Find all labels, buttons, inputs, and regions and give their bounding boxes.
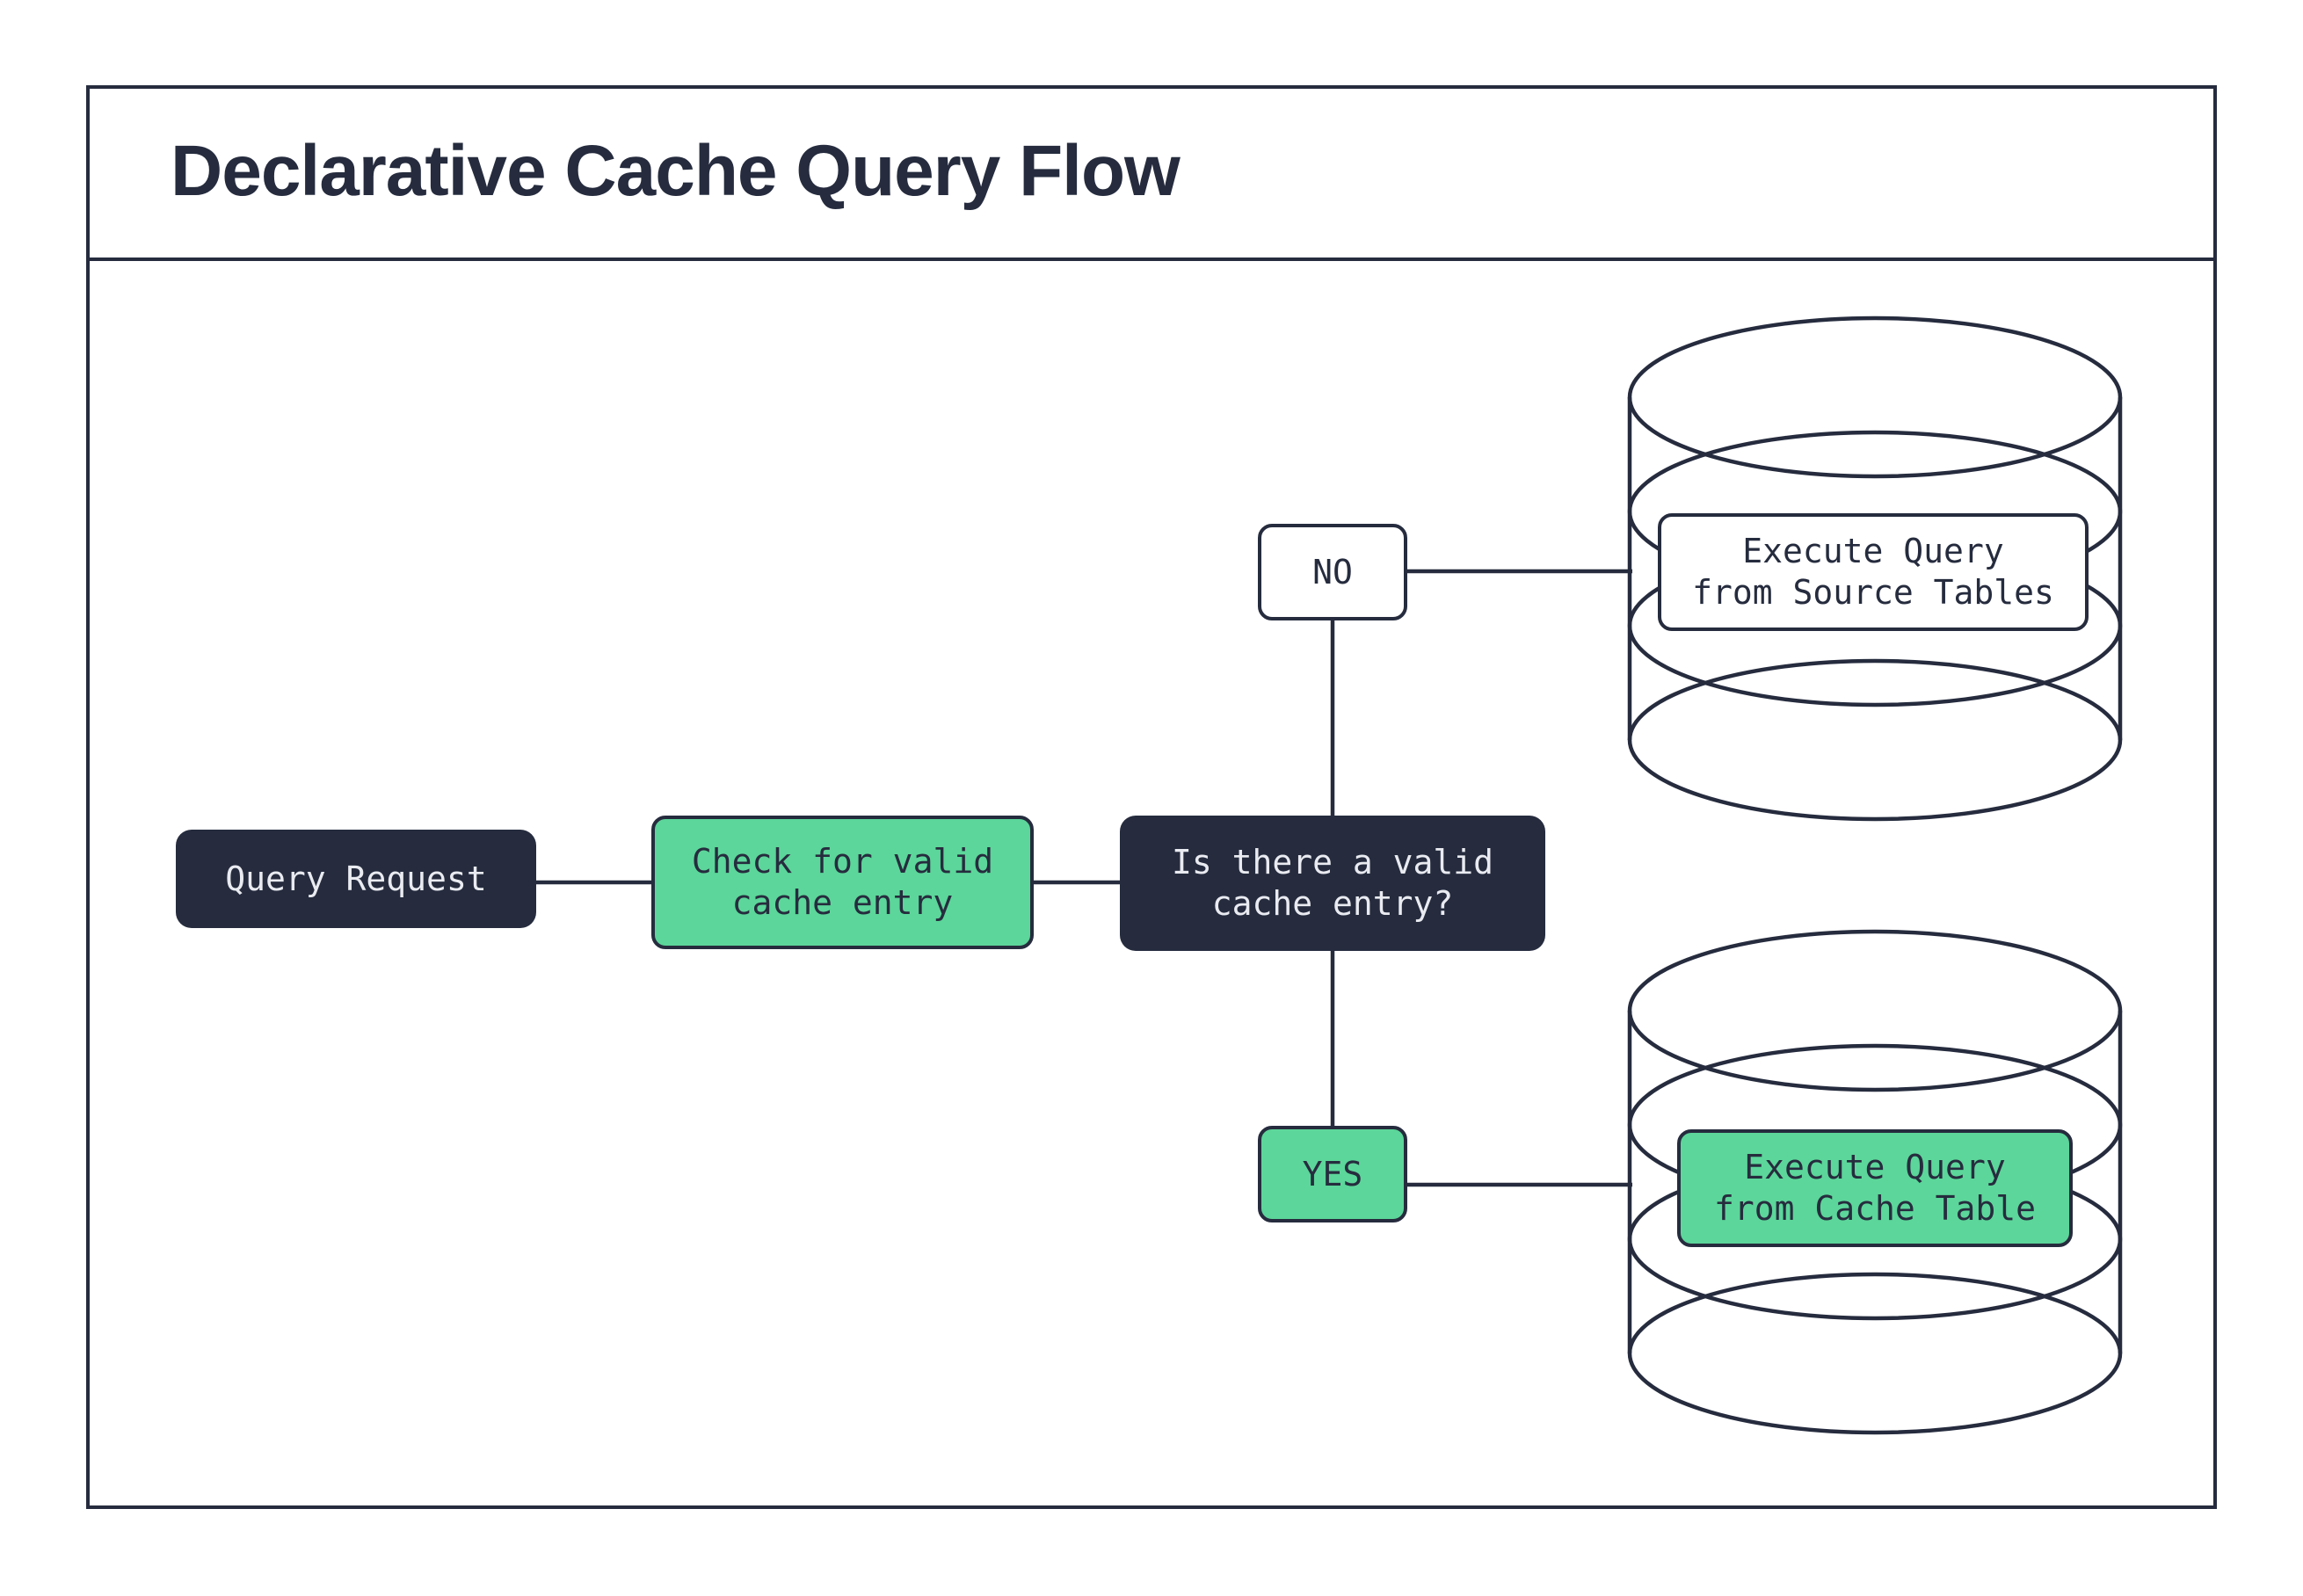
branch-no-label: NO (1258, 524, 1407, 620)
cylinder-disk (1627, 1272, 2123, 1435)
node-query-request: Query Request (176, 830, 536, 928)
cylinder-top (1627, 316, 2123, 479)
node-execute-query-source: Execute Query from Source Tables (1658, 513, 2089, 631)
node-execute-query-cache: Execute Query from Cache Table (1677, 1129, 2073, 1247)
node-check-cache: Check for valid cache entry (651, 816, 1034, 949)
cylinder-top (1627, 929, 2123, 1092)
diagram-header: Declarative Cache Query Flow (86, 85, 2217, 261)
db-source-tables-cylinder (1627, 316, 2123, 822)
cylinder-disk (1627, 658, 2123, 822)
node-decision-valid-cache: Is there a valid cache entry? (1120, 816, 1545, 951)
diagram-frame (86, 85, 2217, 1509)
branch-yes-label: YES (1258, 1126, 1407, 1222)
page-title: Declarative Cache Query Flow (171, 131, 1181, 211)
